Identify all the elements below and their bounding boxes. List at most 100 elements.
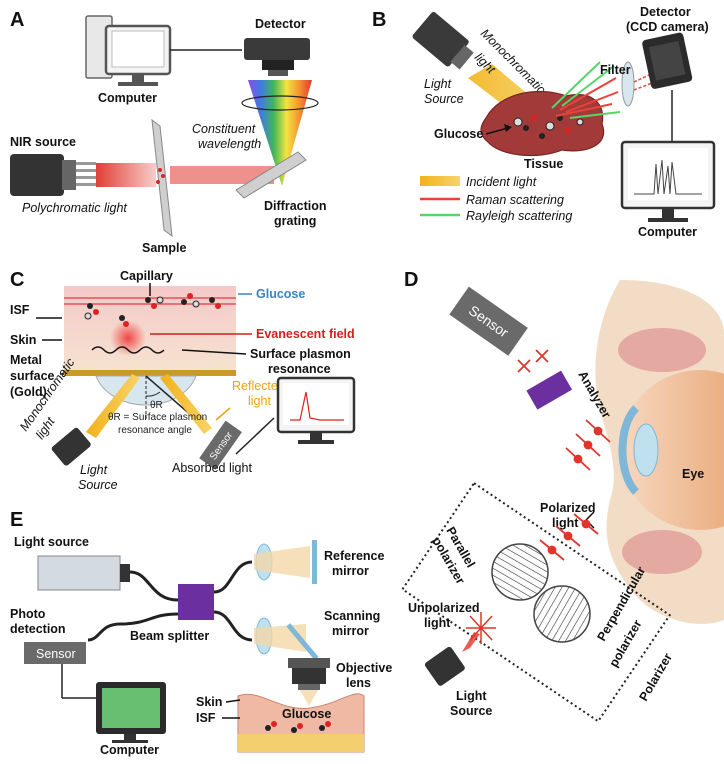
reflected-label-1: Reflected: [232, 379, 285, 393]
polychromatic-label: Polychromatic light: [22, 201, 127, 215]
beam-splitter: [178, 584, 214, 620]
panel-b: B Monochromatic light Light Source Gluco…: [372, 5, 716, 239]
theta-r-label: θR: [150, 400, 163, 411]
light-source-label-b-1: Light: [424, 77, 452, 91]
sample-slide: [151, 118, 173, 238]
light-source-e-icon: [37, 555, 130, 591]
tissue-label: Tissue: [524, 157, 563, 171]
metal-label-2: surface: [10, 369, 55, 383]
light-source-label-e: Light source: [14, 535, 89, 549]
objective-lens: [288, 658, 330, 690]
computer-label-b: Computer: [638, 225, 697, 239]
glucose-molecules-b: [513, 115, 584, 139]
tissue-shape: [480, 90, 605, 157]
spectrum-fan: [248, 80, 312, 186]
reference-mirror: [312, 540, 317, 584]
sensor-e-box: [24, 642, 86, 664]
panel-a-letter: A: [10, 9, 24, 31]
metal-label-3: (Gold): [10, 385, 47, 399]
monitor-b-icon: [620, 140, 716, 222]
diffraction-grating: [235, 151, 307, 199]
polarized-label-1: Polarized: [540, 501, 596, 515]
monitor-c-icon: [276, 376, 356, 444]
skin-label-c: Skin: [10, 333, 36, 347]
light-source-label-c-1: Light: [80, 463, 108, 477]
scanning-label-2: mirror: [332, 624, 369, 638]
detector-label: Detector: [255, 17, 306, 31]
panel-c: C θR Capillary Glucose ISF Evanescent fi…: [10, 269, 356, 492]
panel-b-letter: B: [372, 9, 386, 31]
reference-label-2: mirror: [332, 564, 369, 578]
constituent-label-1: Constituent: [192, 122, 256, 136]
nir-source-icon: [10, 154, 96, 196]
panel-e-letter: E: [10, 509, 23, 531]
objective-label-2: lens: [346, 676, 371, 690]
absorbed-light-label: Absorbed light: [172, 461, 252, 475]
objective-label-1: Objective: [336, 661, 392, 675]
eye-label: Eye: [682, 467, 704, 481]
scattering-rays: [551, 61, 621, 119]
spr-label-2: resonance: [268, 362, 331, 376]
glucose-molecules-e: [265, 721, 331, 733]
diffraction-label-2: grating: [274, 214, 316, 228]
analyzer-plate: [526, 370, 573, 410]
sensor-d-box: Sensor: [449, 286, 528, 356]
monitor-e-icon: [96, 682, 166, 743]
glucose-label-e: Glucose: [282, 707, 331, 721]
light-source-b-icon: [412, 12, 474, 70]
sample-label: Sample: [142, 241, 187, 255]
ccd-detector-label-1: Detector: [640, 5, 691, 19]
photo-label-2: detection: [10, 622, 66, 636]
metal-label-1: Metal: [10, 353, 42, 367]
scanning-mirror: [286, 623, 319, 661]
detector-icon: [244, 38, 310, 76]
constituent-label-2: wavelength: [198, 137, 261, 151]
panel-d-letter: D: [404, 269, 418, 291]
panel-d: D Eye Sensor Analyzer Polarized light: [401, 269, 724, 723]
glucose-label-b: Glucose: [434, 127, 483, 141]
beam-splitter-label: Beam splitter: [130, 629, 209, 643]
light-source-label-d-1: Light: [456, 689, 487, 703]
filter-label: Filter: [600, 63, 631, 77]
nir-source-label: NIR source: [10, 135, 76, 149]
eyelid-lower: [622, 530, 702, 574]
panel-c-letter: C: [10, 269, 24, 291]
isf-label-c: ISF: [10, 303, 30, 317]
glucose-molecules-c: [84, 293, 221, 327]
parallel-polarizer-disc: [491, 543, 549, 601]
polarized-label-2: light: [552, 516, 579, 530]
computer-label: Computer: [98, 91, 157, 105]
legend-rayleigh: Rayleigh scattering: [466, 209, 572, 223]
polarization-arrows-upper: [517, 349, 611, 471]
computer-label-e: Computer: [100, 743, 159, 757]
light-source-label-d-2: Source: [450, 704, 492, 718]
light-source-c-icon: [51, 427, 91, 466]
filter-lens: [621, 61, 635, 107]
polarization-arrows-lower: [539, 513, 599, 561]
eyelid-upper: [618, 328, 706, 372]
diffraction-label-1: Diffraction: [264, 199, 327, 213]
light-source-label-b-2: Source: [424, 92, 464, 106]
reflected-label-2: light: [248, 394, 271, 408]
computer-icon: [85, 15, 172, 86]
scanning-label-1: Scanning: [324, 609, 380, 623]
capillary-label: Capillary: [120, 269, 173, 283]
light-source-d-icon: [424, 646, 465, 686]
ccd-detector-label-2: (CCD camera): [626, 20, 709, 34]
legend-incident: Incident light: [466, 175, 537, 189]
gold-surface: [64, 370, 236, 376]
polarizer-box: [401, 481, 672, 723]
unpolarized-label-2: light: [424, 616, 451, 630]
theta-def-2: resonance angle: [118, 425, 192, 436]
photo-label-1: Photo: [10, 607, 46, 621]
spr-label-1: Surface plasmon: [250, 347, 351, 361]
glucose-label-c: Glucose: [256, 287, 305, 301]
light-source-label-c-2: Source: [78, 478, 118, 492]
perpendicular-polarizer-disc: [533, 585, 591, 643]
theta-def-1: θR = Surface plasmon: [108, 412, 207, 423]
evanescent-label: Evanescent field: [256, 327, 355, 341]
skin-label-e: Skin: [196, 695, 222, 709]
ccd-camera-icon: [642, 32, 693, 89]
legend-raman: Raman scattering: [466, 193, 564, 207]
unpolarized-label-1: Unpolarized: [408, 601, 480, 615]
